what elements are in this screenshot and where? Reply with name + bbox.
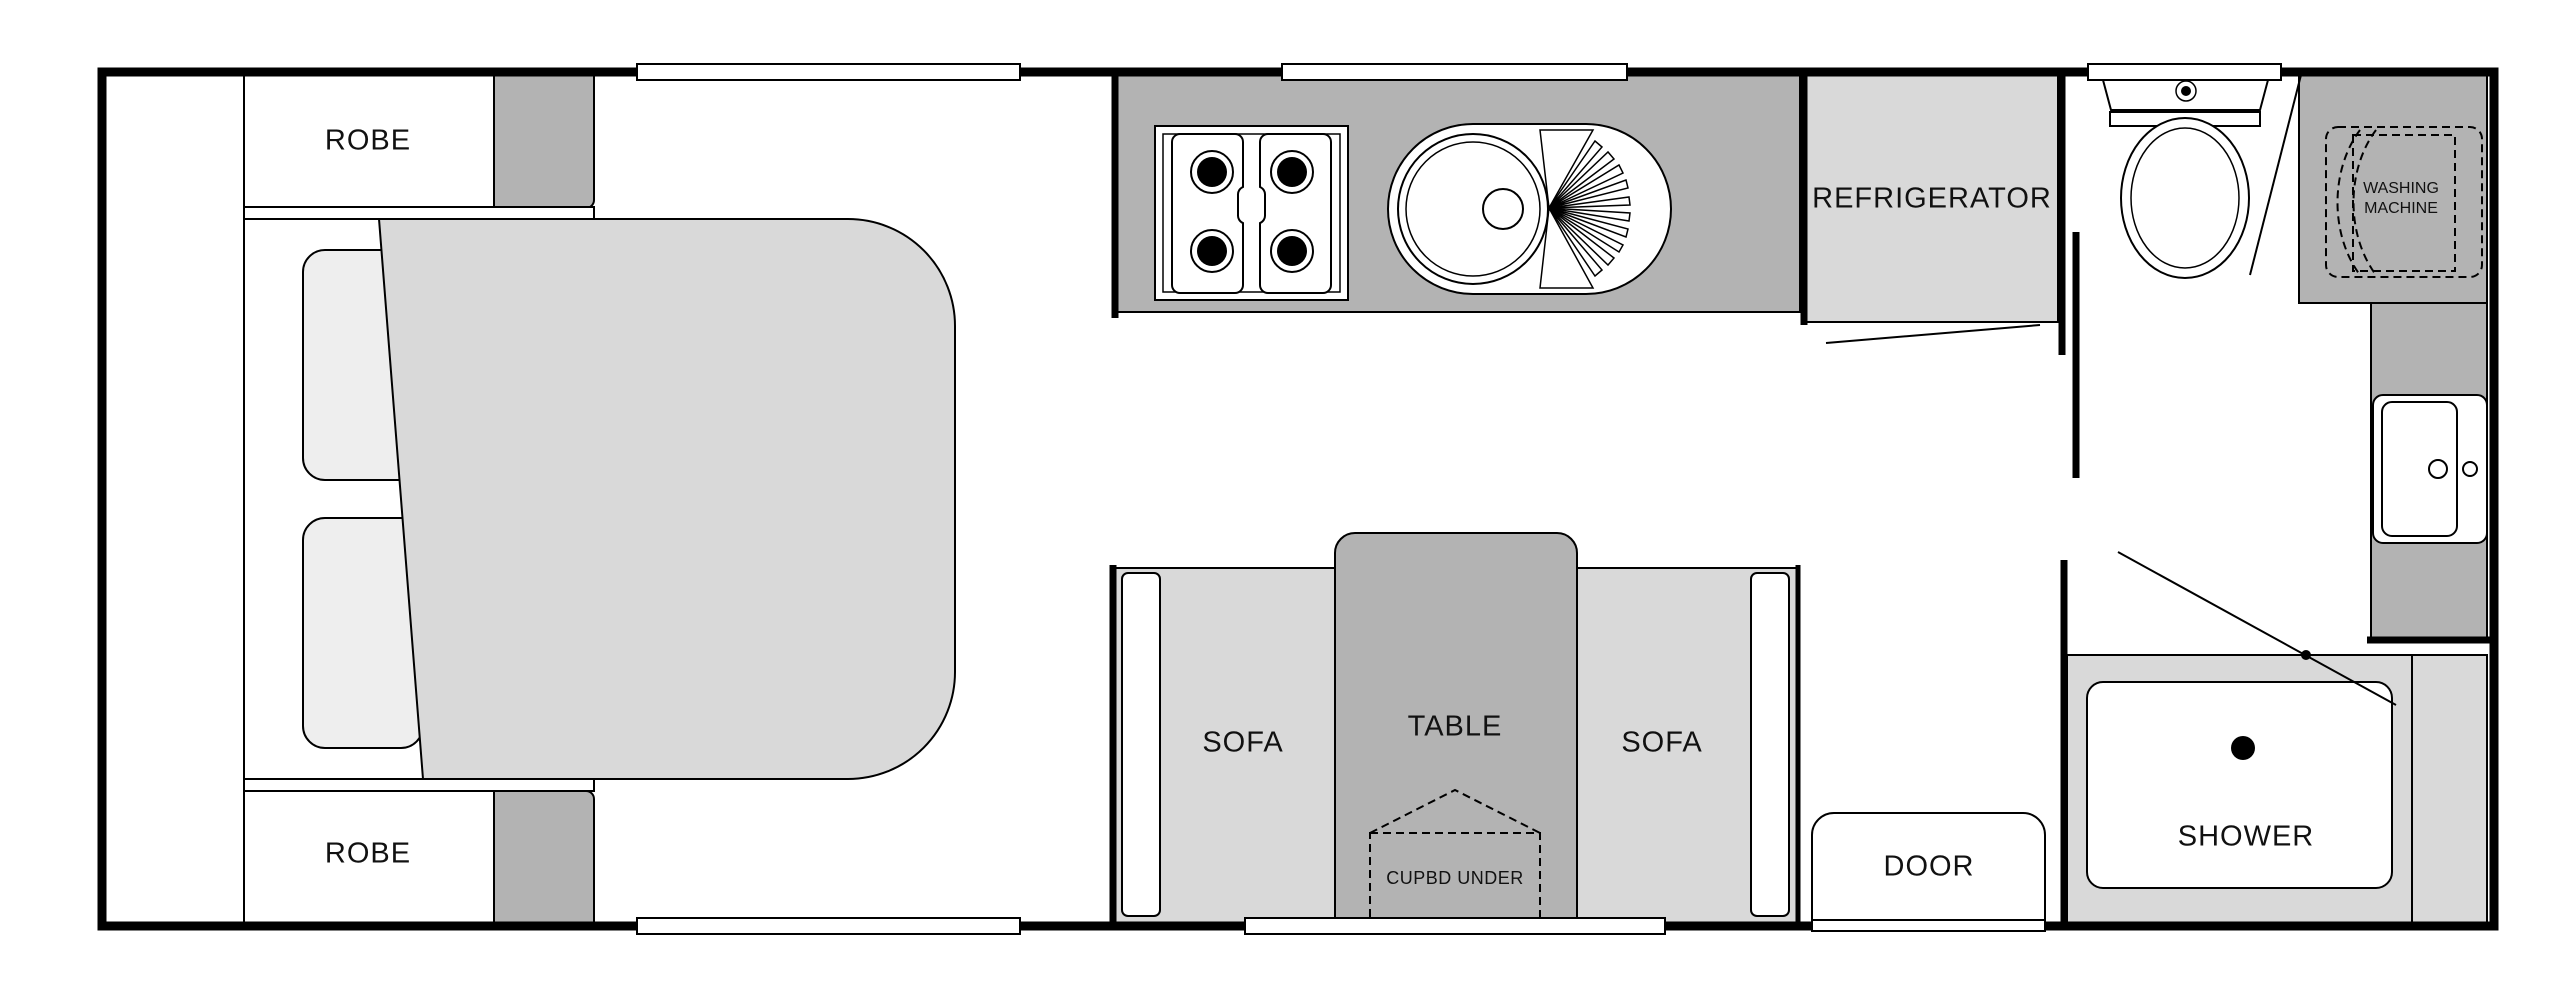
- shower-base: [2086, 681, 2393, 889]
- cupboard-outline: [1369, 788, 1541, 927]
- washing-machine-label-line1: WASHING: [2363, 180, 2439, 197]
- washing-machine-icon: [2325, 126, 2483, 278]
- sofa-left-label: SOFA: [1202, 727, 1283, 759]
- window-bedroom-bottom: [636, 917, 1021, 935]
- window-bathroom: [2087, 63, 2282, 81]
- robe-bottom-strip: [243, 778, 595, 792]
- sofa-right-label: SOFA: [1621, 727, 1702, 759]
- robe-top-label: ROBE: [325, 125, 411, 157]
- window-bedroom-top: [636, 63, 1021, 81]
- robe-bottom: [243, 790, 495, 924]
- sofa-left-backrest: [1121, 572, 1161, 917]
- cooktop-icon: [1154, 125, 1349, 301]
- robe-bottom-cabinet: [493, 790, 595, 924]
- table-label: TABLE: [1408, 711, 1503, 743]
- window-dinette: [1244, 917, 1666, 935]
- dinette-table: [1334, 532, 1578, 927]
- cupboard-label: CUPBD UNDER: [1386, 868, 1524, 888]
- fridge-door-swing: [1825, 324, 2041, 344]
- shower-label: SHOWER: [2178, 821, 2315, 853]
- shower-screen-pivot: [2301, 650, 2311, 660]
- sofa-right-backrest: [1750, 572, 1790, 917]
- washing-machine-label-line2: MACHINE: [2364, 200, 2438, 217]
- refrigerator-label: REFRIGERATOR: [1812, 183, 2052, 215]
- bed: [377, 218, 956, 780]
- robe-top-cabinet: [493, 74, 595, 209]
- shower-screen-swing: [2117, 551, 2397, 706]
- window-kitchen: [1281, 63, 1628, 81]
- entry-door: [1811, 812, 2046, 926]
- door-opening: [1811, 919, 2046, 932]
- toilet-icon: [2101, 79, 2270, 279]
- sink-icon: [1387, 123, 1672, 295]
- robe-bottom-label: ROBE: [325, 838, 411, 870]
- basin-icon: [2372, 394, 2488, 544]
- door-label: DOOR: [1884, 851, 1975, 883]
- shower-drain-icon: [2231, 736, 2255, 760]
- bathroom-door-swing: [2249, 74, 2302, 276]
- robe-top-strip: [243, 206, 595, 220]
